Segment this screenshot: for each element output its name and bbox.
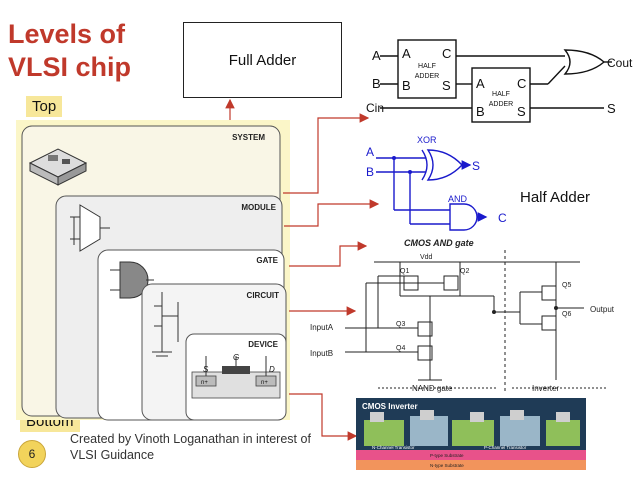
gate-label: GATE <box>256 256 278 265</box>
module-to-halfadder-arrow <box>284 199 380 227</box>
cmos-vdd: Vdd <box>420 254 433 261</box>
cmos-q4: Q4 <box>396 345 405 352</box>
title-line-2: VLSI chip <box>8 52 132 82</box>
inverter-title: CMOS Inverter <box>362 402 418 411</box>
full-adder-box: Full Adder <box>183 22 342 98</box>
device-n1-label: n+ <box>201 380 208 386</box>
device-g-label: G <box>233 353 239 362</box>
device-to-inverter-arrow <box>289 393 358 441</box>
cmos-q5: Q5 <box>562 282 571 289</box>
ha1-a: A <box>402 46 411 61</box>
ha-and-label: AND <box>448 194 468 204</box>
ha2-c: C <box>517 76 526 91</box>
cmos-input-a: InputA <box>310 323 334 332</box>
ha-in-a: A <box>366 145 374 159</box>
device-label: DEVICE <box>248 340 278 349</box>
credit-line-1: Created by Vinoth Loganathan in interest… <box>70 432 311 446</box>
fa-in-b: B <box>372 76 381 91</box>
title-line-1: Levels of <box>8 19 126 49</box>
full-adder-label: Full Adder <box>228 51 297 69</box>
credit-text: Created by Vinoth Loganathan in interest… <box>70 431 330 463</box>
module-label: MODULE <box>241 203 276 212</box>
cmos-q1: Q1 <box>400 268 409 275</box>
ha1-s: S <box>442 78 451 93</box>
fa-out-cout: Cout <box>607 56 633 70</box>
device-d-label: D <box>269 365 275 374</box>
gate-to-cmos-arrow <box>289 241 368 267</box>
device-s-label: S <box>203 365 209 374</box>
system-icon <box>28 148 88 186</box>
module-icon <box>70 204 110 252</box>
cmos-input-b: InputB <box>310 349 333 358</box>
ha1-b: B <box>402 78 411 93</box>
cmos-q2: Q2 <box>460 268 469 275</box>
level-arrows <box>225 98 380 441</box>
credit-line-2: VLSI Guidance <box>70 448 155 462</box>
cmos-q3: Q3 <box>396 321 405 328</box>
inverter-p-channel: P-Channel Transistor <box>484 445 527 450</box>
inverter-p-substrate: P-type Substrate <box>430 453 464 458</box>
circuit-label: CIRCUIT <box>247 291 280 300</box>
fa-out-s: S <box>607 101 616 116</box>
top-label: Top <box>26 96 63 117</box>
cmos-inverter-figure <box>356 398 586 470</box>
ha-out-s: S <box>472 159 480 173</box>
ha-in-b: B <box>366 165 374 179</box>
fa-in-a: A <box>372 48 381 63</box>
ha-xor-label: XOR <box>417 135 437 145</box>
ha1-c: C <box>442 46 451 61</box>
ha2-a: A <box>476 76 485 91</box>
device-n2-label: n+ <box>261 380 268 386</box>
circuit-icon <box>152 292 179 357</box>
ha2-s: S <box>517 104 526 119</box>
ha2-b: B <box>476 104 485 119</box>
cmos-inverter-label: Inverter <box>532 384 559 393</box>
slide-title: Levels of VLSI chip <box>8 18 131 84</box>
ha2-name-1: HALF <box>492 91 510 98</box>
ha-out-c: C <box>498 211 507 225</box>
gate-icon <box>110 261 154 299</box>
ha1-name-1: HALF <box>418 63 436 70</box>
module-to-fulladder-arrow <box>283 113 370 194</box>
inverter-n-substrate: N-type Substrate <box>430 463 464 468</box>
cmos-q6: Q6 <box>562 311 571 318</box>
full-adder-schematic <box>380 39 612 123</box>
cmos-and-schematic <box>345 250 606 392</box>
inverter-n-channel: N-Channel Transistor <box>372 445 415 450</box>
ha1-name-2: ADDER <box>415 73 440 80</box>
cmos-nand-label: NAND gate <box>412 384 453 393</box>
page-number: 6 <box>18 440 46 468</box>
half-adder-label: Half Adder <box>520 189 591 206</box>
ha2-name-2: ADDER <box>489 101 514 108</box>
half-adder-schematic <box>376 149 488 231</box>
system-label: SYSTEM <box>232 133 265 142</box>
fa-in-cin: Cin <box>366 101 384 115</box>
device-icon <box>191 356 281 399</box>
cmos-output: Output <box>590 305 615 314</box>
cmos-and-title: CMOS AND gate <box>404 238 474 248</box>
